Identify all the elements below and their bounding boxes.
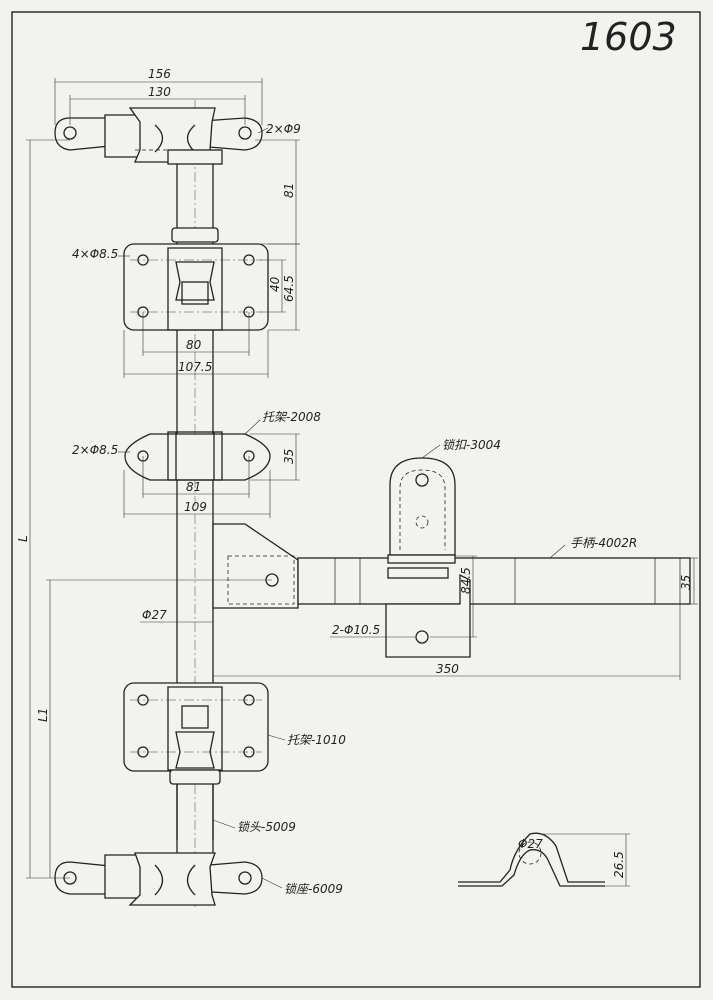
dim-length-L: L: [16, 535, 30, 542]
dim-81-vertical: 81: [282, 183, 296, 198]
dim-rod-diameter: Φ27: [142, 608, 167, 622]
dim-handle-35: 35: [679, 575, 693, 590]
label-lock-head-5009: 锁头-5009: [237, 820, 296, 834]
dim-40: 40: [268, 276, 282, 292]
dim-bracket-109: 109: [184, 500, 207, 514]
bracket-1010: [123, 682, 269, 772]
label-handle-4002r: 手柄-4002R: [570, 536, 637, 550]
dim-350: 350: [436, 662, 459, 676]
rod-clip-detail: [458, 832, 605, 887]
dim-64-5: 64.5: [282, 275, 296, 302]
bracket-2008: [124, 431, 271, 481]
dim-bracket-holes: 2×Φ8.5: [72, 443, 118, 457]
dim-clip-diameter: Φ27: [518, 837, 543, 851]
dim-107-5: 107.5: [178, 360, 212, 374]
lock-catch-3004: [385, 457, 471, 658]
lock-head-collar-top: [171, 227, 219, 243]
drawing-frame: [11, 11, 701, 988]
dimension-lines: [26, 78, 698, 889]
dim-keeper-holes: 2-Φ10.5: [332, 623, 380, 637]
dim-seat-holes: 2×Φ9: [266, 122, 301, 136]
drawing-number: 1603: [580, 15, 677, 59]
dim-length-L1: L1: [36, 708, 50, 722]
bracket-plate-upper: [123, 243, 269, 331]
dim-clip-26-5: 26.5: [612, 851, 626, 878]
dim-keeper-84-5: 84.5: [459, 567, 473, 594]
dim-156: 156: [148, 67, 171, 81]
dim-bracket-81: 81: [186, 480, 201, 494]
lock-seat-top: [54, 107, 263, 165]
label-bracket-1010: 托架-1010: [287, 733, 346, 747]
dim-plate-holes: 4×Φ8.5: [72, 247, 118, 261]
lock-seat-6009: [54, 852, 263, 906]
label-bracket-2008: 托架-2008: [262, 410, 321, 424]
dim-bracket-35: 35: [282, 449, 296, 464]
dim-80: 80: [186, 338, 202, 352]
dim-130: 130: [148, 85, 171, 99]
label-lock-seat-6009: 锁座-6009: [284, 882, 343, 896]
label-lock-catch-3004: 锁扣-3004: [442, 438, 501, 452]
lock-head-5009: [169, 769, 221, 840]
